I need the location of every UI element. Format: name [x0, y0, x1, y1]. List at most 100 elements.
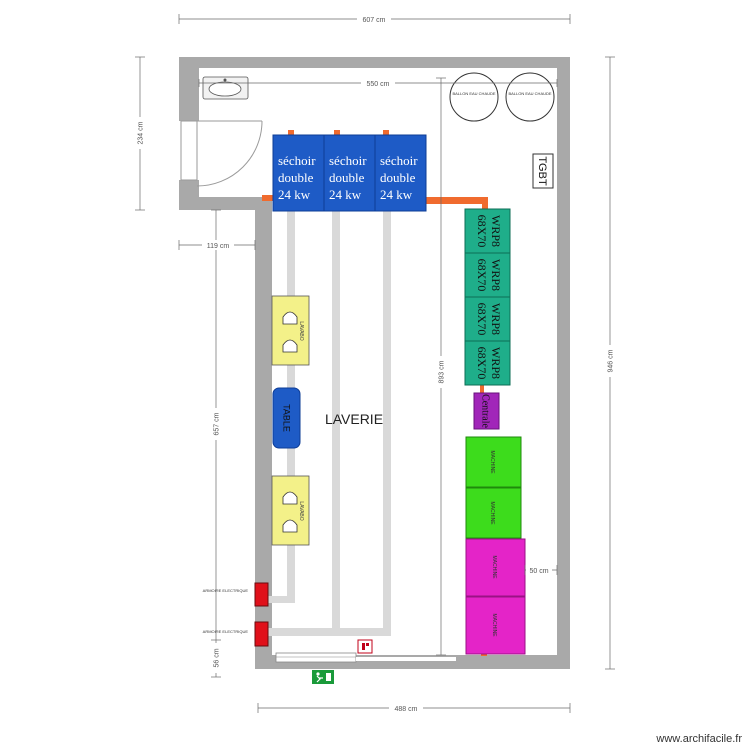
panel-label: ARMOIRE ELECTRIQUE [203, 588, 249, 593]
washer[interactable]: WRP8 68X70 [464, 208, 511, 254]
table-label: TABLE [282, 404, 292, 432]
magenta-machine[interactable]: MACHINE [465, 596, 526, 655]
green-machine[interactable]: MACHINE [465, 487, 522, 539]
green-unit-label: MACHINE [489, 450, 495, 474]
electrical-panel[interactable]: ARMOIRE ELECTRIQUE [203, 621, 269, 647]
dim-bottom-width: 488 cm [395, 706, 418, 713]
dryer-label-line1: séchoir [380, 153, 418, 168]
sink-basin-icon [282, 311, 298, 325]
wash-basin [202, 76, 249, 100]
dryer-label-line3: 24 kw [380, 187, 413, 202]
door-swing-arc [196, 120, 263, 187]
wall-left-upper [179, 57, 199, 121]
fire-extinguisher-icon [357, 639, 373, 654]
dim-notch-width: 119 cm [207, 243, 230, 250]
sink-unit[interactable]: LAVABO [271, 295, 310, 366]
washer-label-line1: WRP8 [489, 259, 503, 291]
pipe-left-stub [262, 195, 274, 201]
panel-label: ARMOIRE ELECTRIQUE [203, 629, 249, 634]
wall-top [179, 57, 570, 68]
dryer-label-line1: séchoir [329, 153, 367, 168]
duct-bottom-left [268, 596, 295, 603]
wall-notch-horizontal [179, 197, 272, 210]
hot-water-tanks: BALLON EAU CHAUDE BALLON EAU CHAUDE [449, 72, 555, 122]
duct-center [332, 210, 340, 635]
green-unit-label: MACHINE [489, 501, 495, 525]
washer[interactable]: WRP8 68X70 [464, 340, 511, 386]
washer-label-line2: 68X70 [475, 303, 489, 336]
door [180, 120, 263, 187]
washer-label-line2: 68X70 [475, 215, 489, 248]
green-units: MACHINE MACHINE [465, 436, 522, 539]
sink-basin-icon [282, 519, 298, 533]
pipe-to-centrale [480, 384, 484, 394]
magenta-unit-label: MACHINE [491, 555, 497, 579]
tank-label: BALLON EAU CHAUDE [452, 91, 495, 96]
dryer[interactable]: séchoir double 24 kw [272, 134, 325, 212]
washer-label-line2: 68X70 [475, 347, 489, 380]
washer-label-line1: WRP8 [489, 303, 503, 335]
washer-label-line1: WRP8 [489, 215, 503, 247]
centrale-unit[interactable]: Centrale [473, 392, 500, 430]
walls [179, 57, 570, 669]
duct-right [383, 210, 391, 635]
dimension-lines [135, 14, 615, 713]
emergency-exit-icon [312, 670, 334, 684]
washer-label-line2: 68X70 [475, 259, 489, 292]
hot-water-tank[interactable]: BALLON EAU CHAUDE [505, 72, 555, 122]
pipe-stub-2 [334, 130, 340, 136]
electrical-panel[interactable]: ARMOIRE ELECTRIQUE [203, 582, 269, 607]
sinks: LAVABO LAVABO [271, 295, 310, 546]
washer-label-line1: WRP8 [489, 347, 503, 379]
dryer-label-line3: 24 kw [329, 187, 362, 202]
dim-left-bottom: 56 cm [214, 648, 221, 667]
pipe-stub-3 [383, 130, 389, 136]
dryer-label-line3: 24 kw [278, 187, 311, 202]
pipe-horizontal [425, 197, 488, 204]
dryer-label-line2: double [380, 170, 416, 185]
washer[interactable]: WRP8 68X70 [464, 252, 511, 298]
wall-left-main [255, 197, 272, 669]
dim-left-main: 657 cm [214, 412, 221, 435]
sink-label: LAVABO [298, 321, 304, 340]
table-unit[interactable]: TABLE [272, 387, 301, 449]
hot-water-tank[interactable]: BALLON EAU CHAUDE [449, 72, 499, 122]
dryer[interactable]: séchoir double 24 kw [374, 134, 427, 212]
dim-left-upper: 234 cm [138, 121, 145, 144]
bottom-opening [275, 652, 456, 663]
magenta-unit-label: MACHINE [491, 613, 497, 637]
washer[interactable]: WRP8 68X70 [464, 296, 511, 342]
duct-bottom [268, 628, 391, 636]
magenta-units: MACHINE MACHINE [465, 538, 526, 655]
watermark: www.archifacile.fr [655, 733, 742, 745]
dim-right-total: 946 cm [608, 349, 615, 372]
dryer-label-line1: séchoir [278, 153, 316, 168]
dim-inner-height: 893 cm [439, 360, 446, 383]
door-frame [180, 120, 198, 181]
dryers: séchoir double 24 kw séchoir double 24 k… [272, 134, 427, 212]
sink-basin-icon [282, 339, 298, 353]
sink-label: LAVABO [298, 501, 304, 520]
tgbt-panel[interactable]: TGBT [532, 153, 554, 189]
dim-side-gap: 50 cm [529, 568, 548, 575]
dimension-labels: 607 cm 550 cm 234 cm 119 cm 657 cm 56 cm… [135, 14, 615, 713]
pipe-vertical [482, 197, 488, 211]
tank-label: BALLON EAU CHAUDE [508, 91, 551, 96]
dim-top-total: 607 cm [363, 17, 386, 24]
magenta-machine[interactable]: MACHINE [465, 538, 526, 597]
centrale-label: Centrale [480, 394, 491, 428]
wall-right [557, 57, 570, 669]
dryer-label-line2: double [278, 170, 314, 185]
green-machine[interactable]: MACHINE [465, 436, 522, 488]
tgbt-label: TGBT [536, 156, 548, 186]
sink-basin-icon [282, 491, 298, 505]
dim-inner-width: 550 cm [367, 81, 390, 88]
electrical-panels: ARMOIRE ELECTRIQUE ARMOIRE ELECTRIQUE [203, 582, 269, 647]
washers: WRP8 68X70 WRP8 68X70 WRP8 68X70 WRP8 68… [464, 208, 511, 386]
dryer[interactable]: séchoir double 24 kw [323, 134, 376, 212]
room-label: LAVERIE [325, 411, 383, 427]
dryer-label-line2: double [329, 170, 365, 185]
pipe-stub-1 [288, 130, 294, 136]
sink-unit[interactable]: LAVABO [271, 475, 310, 546]
